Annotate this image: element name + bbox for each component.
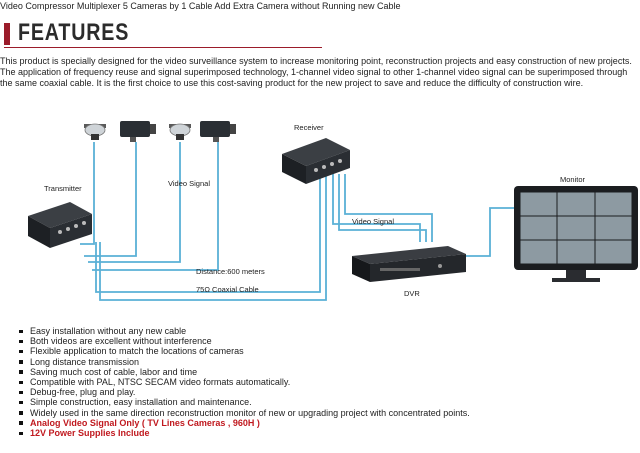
receiver-label: Receiver [294,123,324,132]
dvr-device [352,246,466,282]
feature-item: Easy installation without any new cable [18,326,470,336]
features-accent-bar [4,23,10,45]
features-rule [4,47,322,48]
product-title: Video Compressor Multiplexer 5 Cameras b… [0,1,401,11]
dvr-label: DVR [404,289,420,298]
box-camera-1 [120,121,156,142]
box-camera-2 [200,121,236,142]
feature-item: Compatible with PAL, NTSC SECAM video fo… [18,377,470,387]
coaxial-cables [80,142,520,301]
feature-item: Flexible application to match the locati… [18,346,470,356]
monitor-device [514,186,638,282]
receiver-device [282,138,350,184]
transmitter-label: Transmitter [44,184,82,193]
analog-note-item: Analog Video Signal Only ( TV Lines Came… [18,418,470,428]
feature-item: Long distance transmission [18,357,470,367]
dome-camera-1 [84,123,106,140]
video-signal-left-label: Video Signal [168,179,210,188]
transmitter-device [28,202,92,248]
intro-paragraph: This product is specially designed for t… [0,56,632,88]
features-heading: FEATURES [18,19,130,46]
feature-item: Both videos are excellent without interf… [18,336,470,346]
dome-camera-2 [169,123,191,140]
feature-item: Saving much cost of cable, labor and tim… [18,367,470,377]
features-list: Easy installation without any new cable … [18,326,470,438]
video-signal-right-label: Video Signal [352,217,394,226]
distance-label: Distance:600 meters [196,267,265,276]
feature-item: Widely used in the same direction recons… [18,408,470,418]
power-supply-note-item: 12V Power Supplies Include [18,428,470,438]
monitor-label: Monitor [560,175,586,184]
system-diagram: Transmitter Receiver Monitor DVR Video S… [28,121,638,301]
feature-item: Debug-free, plug and play. [18,387,470,397]
feature-item: Simple construction, easy installation a… [18,397,470,407]
coaxial-cable-label: 75Ω Coaxial Cable [196,285,259,294]
